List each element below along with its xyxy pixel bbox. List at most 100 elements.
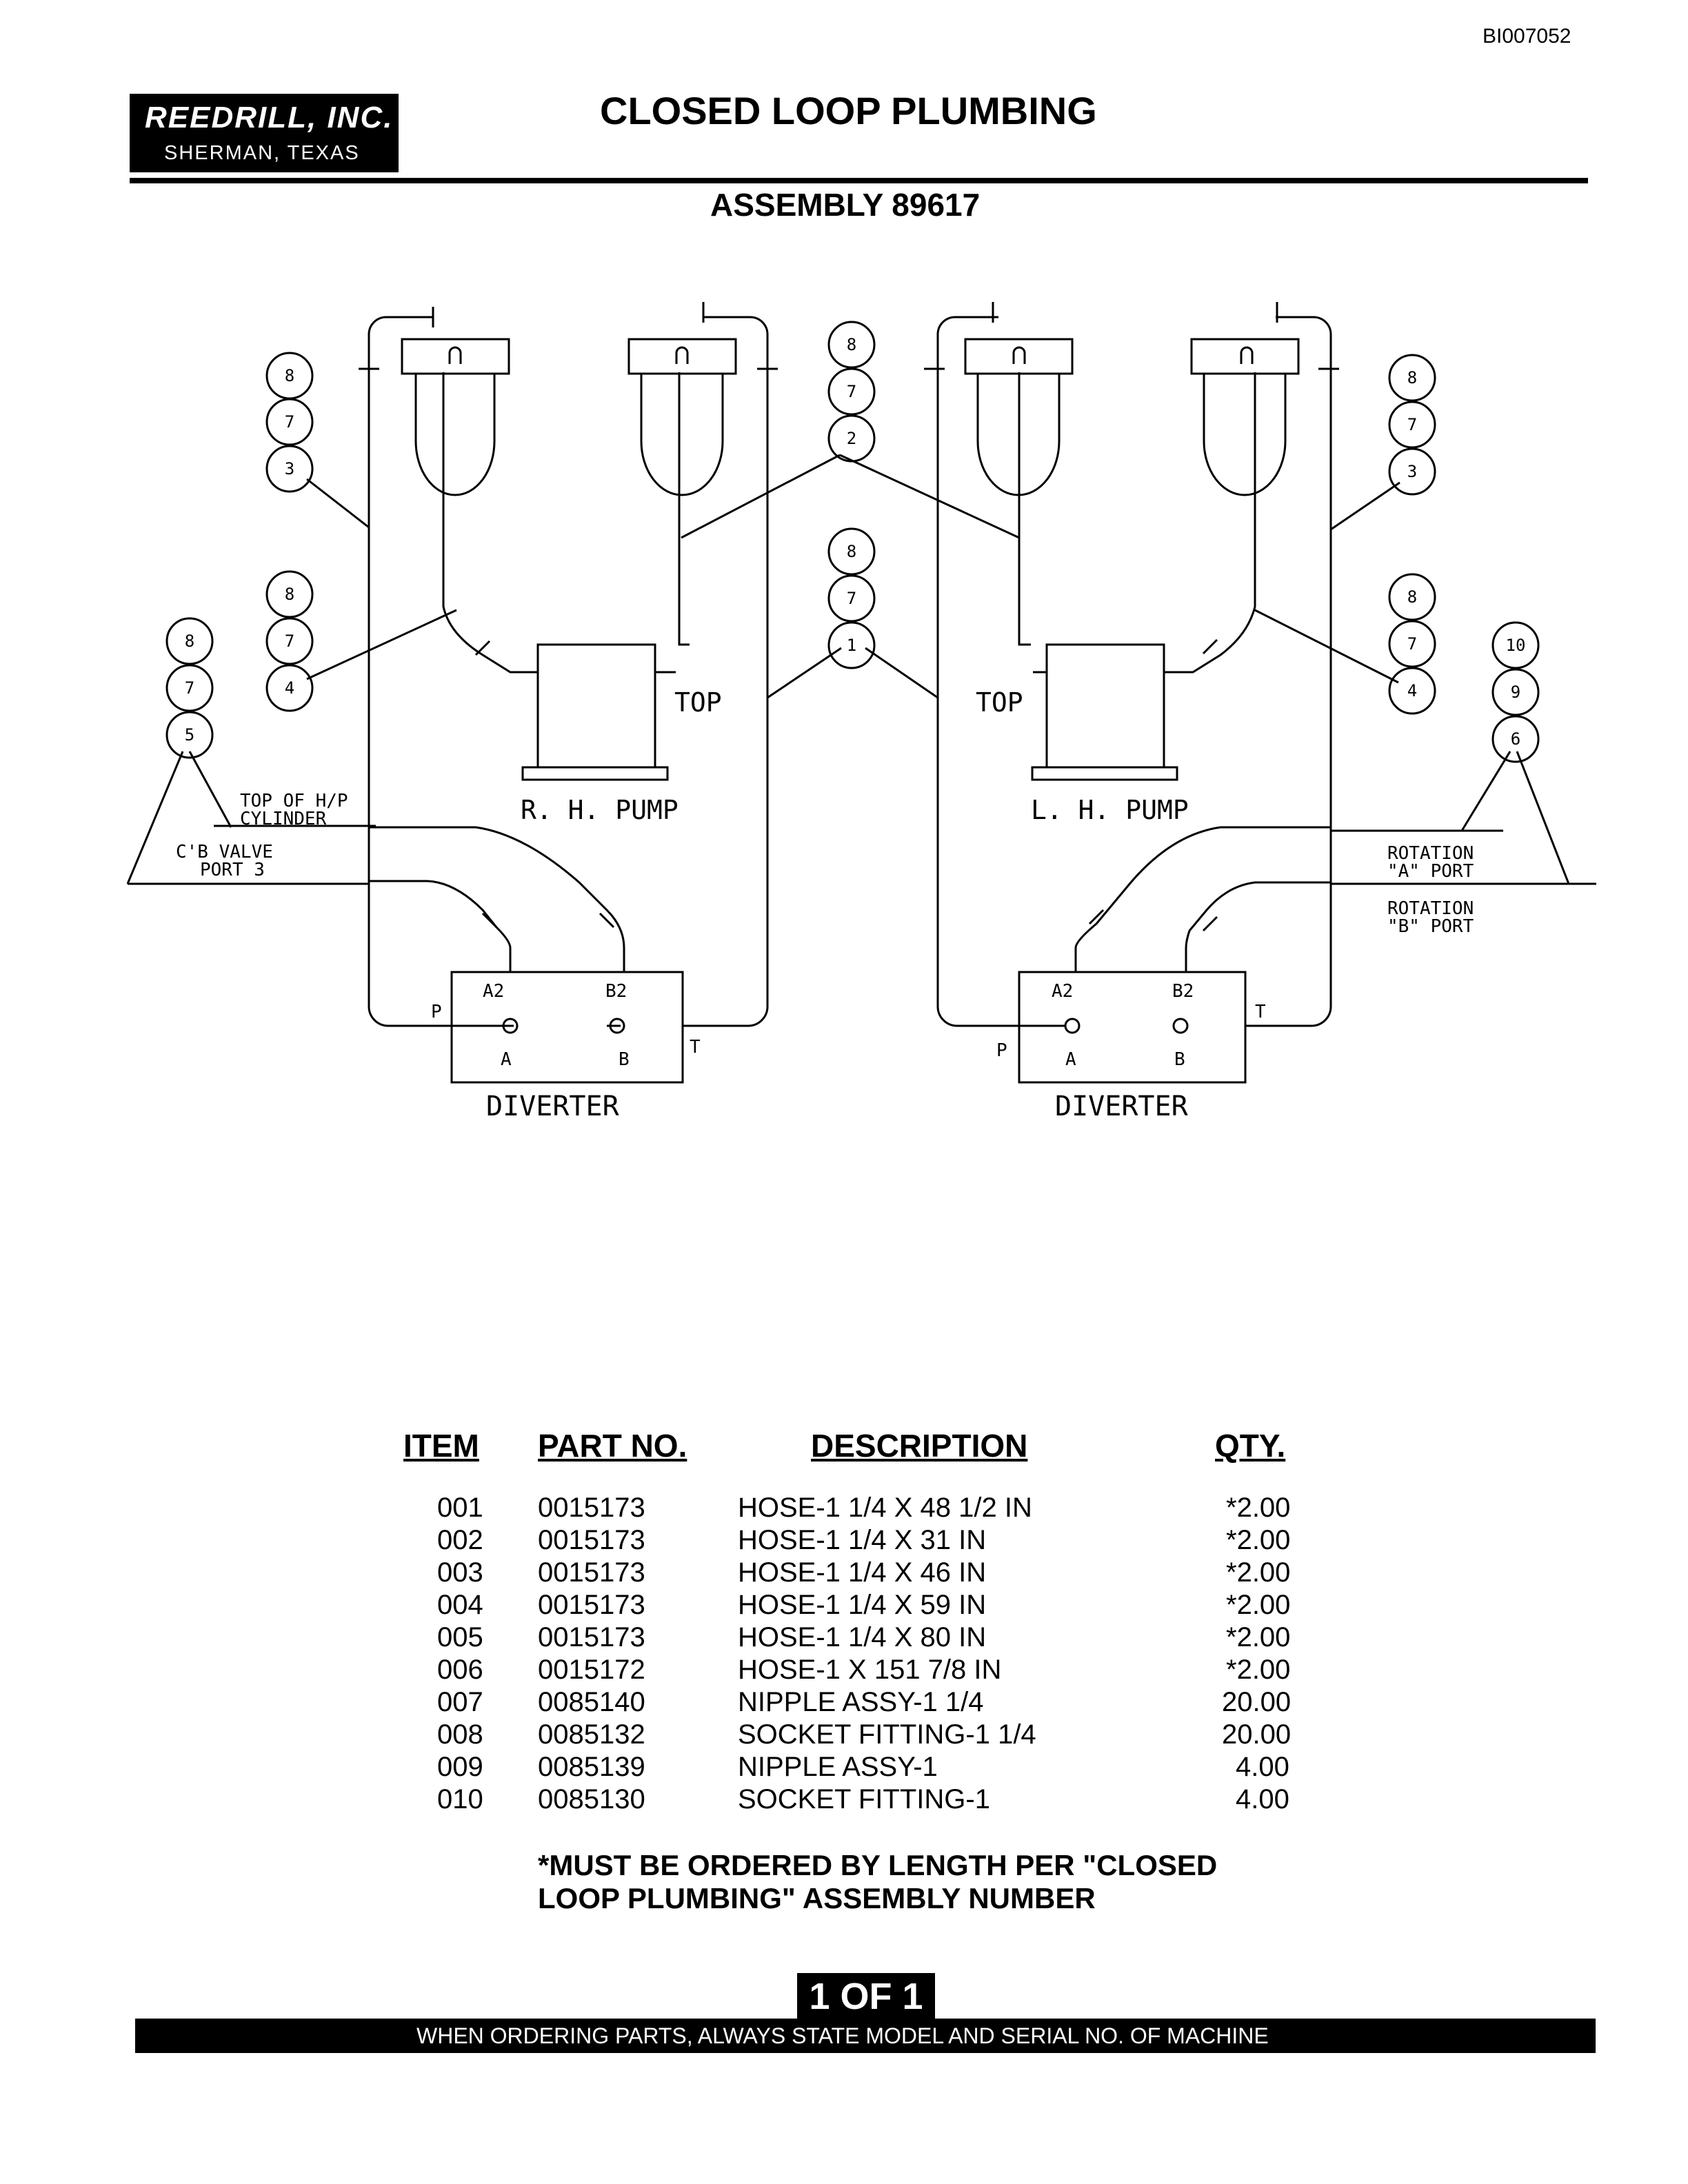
- table-row: 010 0085130 SOCKET FITTING-1 4.00: [0, 1784, 1688, 1817]
- col-header-description: DESCRIPTION: [811, 1428, 1028, 1464]
- right-port-p: P: [996, 1040, 1007, 1061]
- bubble-label: 7: [847, 589, 856, 608]
- right-port-b2: B2: [1172, 981, 1194, 1002]
- bubble-label: 2: [847, 429, 856, 448]
- table-row: 008 0085132 SOCKET FITTING-1 1/4 20.00: [0, 1719, 1688, 1752]
- rh-pump-body: [536, 643, 656, 769]
- cell-item: 008: [437, 1719, 483, 1750]
- bubble-label: 7: [285, 631, 294, 651]
- left-port-p: P: [431, 1002, 442, 1022]
- bubble-stack-1: 8 7 3: [265, 352, 314, 493]
- bubble-stack-7: 8 7 4: [1388, 573, 1436, 715]
- left-port-a2: A2: [483, 981, 504, 1002]
- bubble-stack-8: 10 9 6: [1491, 621, 1540, 763]
- bubble-label: 6: [1511, 729, 1520, 749]
- cell-part-no: 0015173: [538, 1622, 645, 1652]
- cell-description: HOSE-1 1/4 X 46 IN: [738, 1557, 987, 1588]
- callout-top-hp-2: CYLINDER: [240, 809, 327, 829]
- bubble-label: 8: [285, 366, 294, 385]
- bubble-label: 8: [1407, 368, 1417, 387]
- cell-description: NIPPLE ASSY-1 1/4: [738, 1687, 984, 1717]
- callout-rot-a-2: "A" PORT: [1387, 861, 1474, 882]
- cell-part-no: 0085130: [538, 1784, 645, 1814]
- filter-bowl-1: [414, 374, 496, 496]
- cell-item: 006: [437, 1655, 483, 1685]
- cell-qty: 20.00: [1222, 1719, 1292, 1750]
- lh-pump-label: L. H. PUMP: [1031, 795, 1189, 825]
- cell-item: 007: [437, 1687, 483, 1717]
- cell-part-no: 0085140: [538, 1687, 645, 1717]
- rh-pump-base: [521, 766, 669, 781]
- cell-part-no: 0015173: [538, 1525, 645, 1555]
- company-location: SHERMAN, TEXAS: [164, 142, 360, 164]
- bubble-label: 7: [185, 678, 194, 698]
- header-rule: [130, 178, 1588, 183]
- cell-item: 005: [437, 1622, 483, 1652]
- bubble-label: 8: [847, 542, 856, 561]
- cell-description: NIPPLE ASSY-1: [738, 1752, 938, 1782]
- cell-description: SOCKET FITTING-1: [738, 1784, 990, 1814]
- table-row: 009 0085139 NIPPLE ASSY-1 4.00: [0, 1752, 1688, 1784]
- cell-description: HOSE-1 1/4 X 48 1/2 IN: [738, 1493, 1032, 1523]
- cell-qty: 20.00: [1222, 1687, 1292, 1717]
- cell-qty: 4.00: [1236, 1752, 1289, 1782]
- filter-bowl-2: [640, 374, 724, 496]
- bubble-label: 3: [1407, 462, 1417, 481]
- footer-text: WHEN ORDERING PARTS, ALWAYS STATE MODEL …: [416, 2023, 1269, 2048]
- filter-bowl-4: [1203, 374, 1287, 496]
- lh-pump-body: [1045, 643, 1165, 769]
- bubble-label: 3: [285, 459, 294, 478]
- col-header-item: ITEM: [403, 1428, 479, 1464]
- cell-part-no: 0085139: [538, 1752, 645, 1782]
- bubble-label: 4: [1407, 681, 1417, 700]
- bubble-stack-3: 8 7 5: [165, 617, 214, 759]
- table-row: 004 0015173 HOSE-1 1/4 X 59 IN *2.00: [0, 1590, 1688, 1622]
- cell-part-no: 0015173: [538, 1493, 645, 1523]
- lh-pump-base: [1031, 766, 1178, 781]
- filter-head-2: [627, 338, 737, 375]
- callout-rot-a-1: ROTATION: [1387, 843, 1474, 864]
- cell-item: 002: [437, 1525, 483, 1555]
- cell-qty: *2.00: [1226, 1557, 1291, 1588]
- right-port-t: T: [1255, 1002, 1266, 1022]
- cell-item: 004: [437, 1590, 483, 1620]
- document-id: BI007052: [1483, 25, 1571, 48]
- plumbing-diagram: 8 7 3 8 7 4 8 7 5 8 7 2 8 7 1 8 7 3: [126, 302, 1596, 1122]
- left-port-a: A: [501, 1049, 512, 1070]
- note-line-1: *MUST BE ORDERED BY LENGTH PER "CLOSED: [538, 1849, 1218, 1881]
- bubble-stack-4: 8 7 2: [827, 321, 876, 463]
- right-port-a: A: [1065, 1049, 1076, 1070]
- bubble-label: 8: [185, 631, 194, 651]
- col-header-part-no: PART NO.: [538, 1428, 687, 1464]
- table-row: 005 0015173 HOSE-1 1/4 X 80 IN *2.00: [0, 1622, 1688, 1655]
- top-label-right: TOP: [976, 687, 1023, 718]
- cell-part-no: 0085132: [538, 1719, 645, 1750]
- cell-description: HOSE-1 X 151 7/8 IN: [738, 1655, 1002, 1685]
- callout-rot-b-2: "B" PORT: [1387, 916, 1474, 937]
- left-diverter-body: [450, 971, 684, 1084]
- rh-pump-label: R. H. PUMP: [521, 795, 679, 825]
- table-row: 003 0015173 HOSE-1 1/4 X 46 IN *2.00: [0, 1557, 1688, 1590]
- company-name: REEDRILL, INC.: [145, 101, 394, 134]
- left-port-b2: B2: [605, 981, 627, 1002]
- right-diverter-body: [1018, 971, 1247, 1084]
- cell-qty: 4.00: [1236, 1784, 1289, 1814]
- filter-head-3: [964, 338, 1074, 375]
- table-row: 001 0015173 HOSE-1 1/4 X 48 1/2 IN *2.00: [0, 1493, 1688, 1525]
- top-label-left: TOP: [674, 687, 722, 718]
- left-port-b: B: [619, 1049, 630, 1070]
- bubble-stack-6: 8 7 3: [1388, 354, 1436, 496]
- cell-item: 001: [437, 1493, 483, 1523]
- company-logo: REEDRILL, INC. SHERMAN, TEXAS: [130, 94, 399, 172]
- cell-part-no: 0015173: [538, 1557, 645, 1588]
- page-title: CLOSED LOOP PLUMBING: [600, 89, 1097, 132]
- right-port-b: B: [1174, 1049, 1185, 1070]
- callout-rot-b-1: ROTATION: [1387, 898, 1474, 919]
- cell-part-no: 0015173: [538, 1590, 645, 1620]
- cell-qty: *2.00: [1226, 1525, 1291, 1555]
- bubble-stack-5: 8 7 1: [827, 527, 876, 669]
- bubble-label: 10: [1506, 636, 1526, 655]
- filter-head-4: [1190, 338, 1300, 375]
- filter-head-1: [401, 338, 510, 375]
- cell-description: HOSE-1 1/4 X 31 IN: [738, 1525, 987, 1555]
